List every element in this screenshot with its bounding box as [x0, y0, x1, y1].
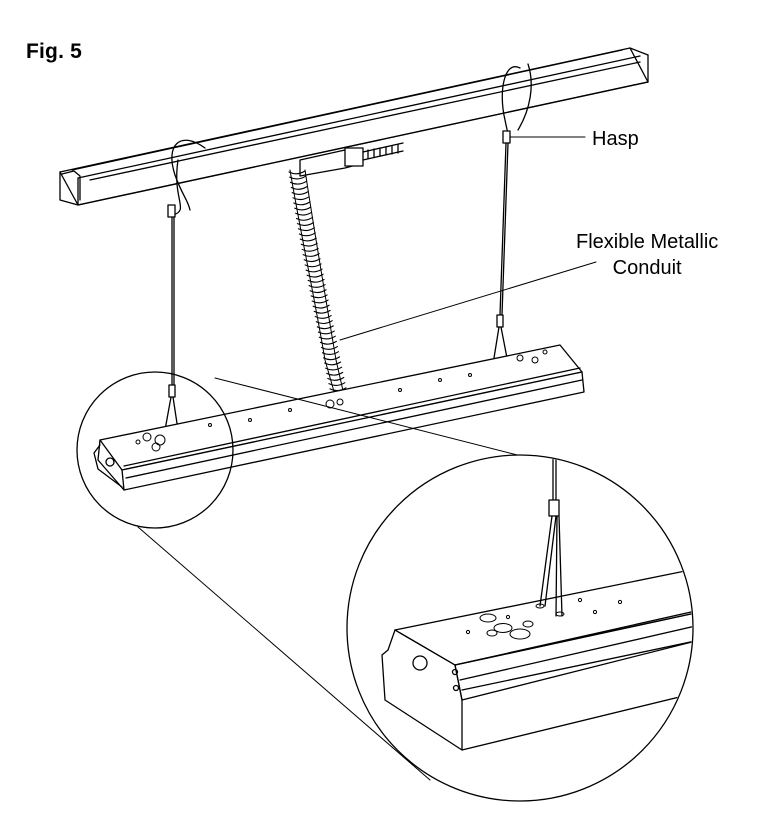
conduit-coil [301, 247, 319, 252]
conduit-coil [293, 201, 311, 206]
conduit-coil [292, 196, 310, 201]
light-fixture [93, 344, 585, 491]
conduit-coil [291, 191, 309, 195]
conduit-coil [302, 253, 320, 257]
conduit-coil [299, 237, 317, 242]
conduit-coil [317, 330, 335, 335]
suspension-cable-left [164, 139, 206, 431]
conduit-coil [324, 361, 342, 366]
conduit-callout: Flexible Metallic Conduit [576, 229, 718, 281]
conduit-coil [313, 309, 331, 314]
conduit-coil [318, 335, 336, 340]
conduit-coil [303, 258, 321, 263]
conduit-coil [298, 232, 316, 237]
conduit-coil [311, 299, 329, 304]
conduit-coil [296, 222, 314, 226]
conduit-coil [328, 382, 346, 386]
conduit-coil [327, 376, 345, 381]
conduit-coil [309, 289, 327, 294]
conduit-coil [322, 356, 341, 361]
conduit-coil [295, 211, 313, 216]
conduit-coil [308, 284, 326, 288]
conduit-coil [289, 175, 307, 180]
conduit-coil [300, 242, 318, 247]
conduit-coil [325, 366, 343, 371]
magnifier-lines [137, 377, 546, 781]
figure-label: Fig. 5 [26, 40, 83, 63]
conduit-coil [314, 315, 332, 319]
conduit-coil [306, 273, 324, 278]
conduit-coil [310, 294, 328, 299]
conduit-coil [288, 170, 306, 175]
conduit-coil [290, 185, 308, 190]
conduit-coil [312, 304, 330, 309]
conduit-coil [304, 263, 322, 268]
fixture-holes [135, 349, 548, 452]
conduit-coil [305, 268, 323, 273]
conduit-coil [294, 206, 312, 211]
conduit-coil [326, 371, 344, 376]
detail-fixture [381, 456, 692, 751]
conduit-coil [295, 216, 314, 221]
detail-holes [465, 597, 623, 640]
conduit-callout-line1: Flexible Metallic [576, 231, 719, 253]
conduit-coil [319, 340, 337, 345]
conduit-coil [315, 320, 333, 325]
hasp-callout: Hasp [592, 128, 639, 150]
conduit-coil [289, 180, 307, 185]
conduit-coil [297, 227, 315, 232]
junction-box [299, 142, 404, 177]
ceiling-channel [59, 47, 649, 206]
detail-circle-small [76, 371, 234, 529]
conduit-callout-line2: Conduit [612, 257, 682, 279]
flexible-conduit [288, 169, 348, 397]
conduit-coil [320, 345, 338, 350]
conduit-coil [316, 325, 334, 330]
conduit-coil [307, 278, 325, 283]
conduit-coil [321, 351, 340, 355]
callout-leaders [339, 136, 597, 341]
